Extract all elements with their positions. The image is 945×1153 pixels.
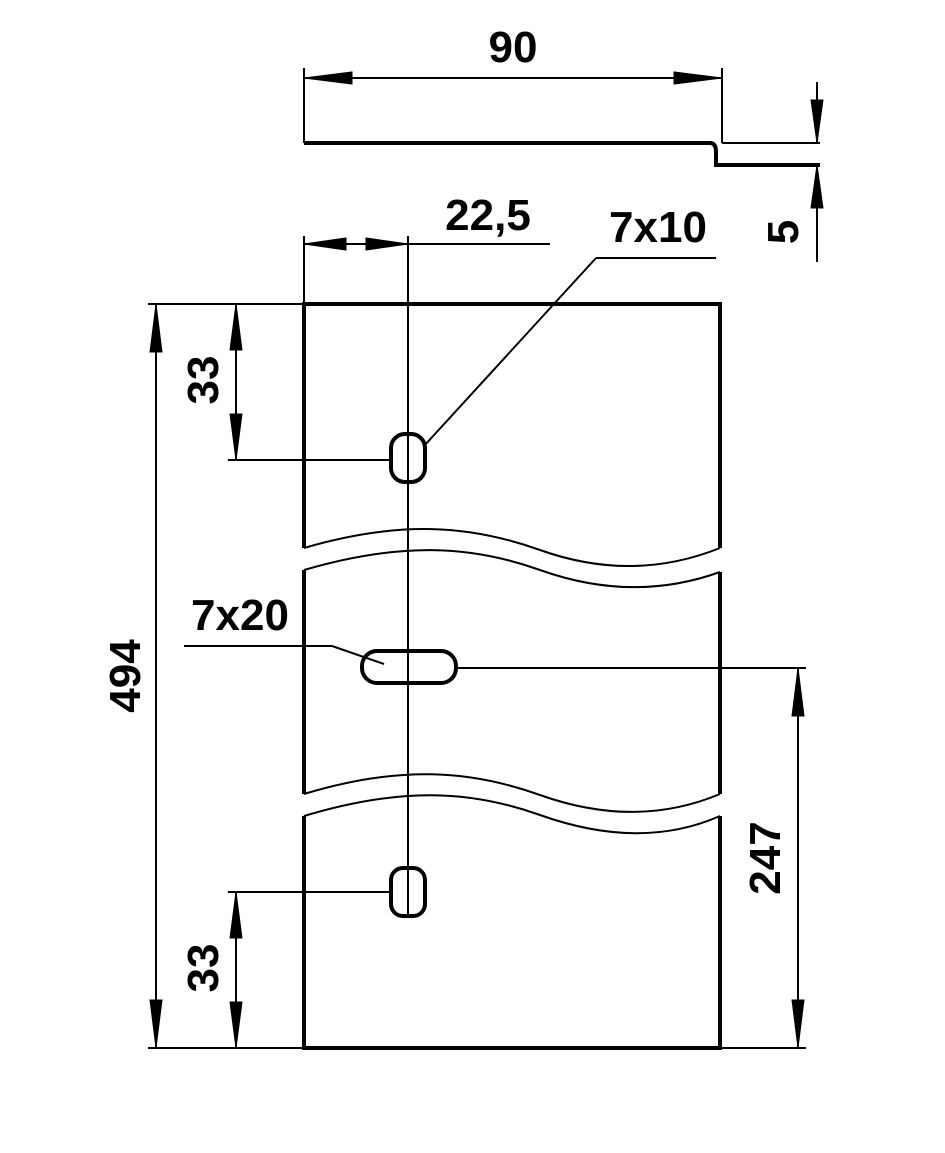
arrow-right: [673, 71, 723, 85]
middle-slot-distance-label: 247: [741, 821, 790, 894]
bottom-hole-arrow-bottom: [229, 1001, 243, 1049]
middle-slot-arrow-top: [791, 667, 805, 717]
break-line-2a: [303, 773, 721, 813]
thickness-label: 5: [759, 220, 808, 244]
thickness-arrow-top: [810, 99, 824, 144]
break-line-2b: [303, 794, 721, 835]
offset-arrow-left: [303, 237, 347, 251]
offset-arrow-right: [365, 237, 409, 251]
total-arrow-bottom: [149, 999, 163, 1049]
slot-middle-callout: 7x20: [184, 591, 385, 665]
middle-slot-arrow-bottom: [791, 999, 805, 1049]
middle-slot-dimension: 247: [456, 667, 806, 1049]
thickness-arrow-bottom: [810, 164, 824, 209]
plate-section-top: [302, 302, 722, 548]
slot-top-leader: [423, 257, 597, 447]
top-hole-dimension: 33: [179, 303, 392, 461]
total-arrow-top: [149, 303, 163, 353]
top-hole-arrow-bottom: [229, 413, 243, 461]
total-length-label: 494: [101, 639, 150, 713]
bottom-hole-dimension: 33: [179, 891, 392, 1049]
slot-top-callout: 7x10: [423, 203, 716, 447]
width-label: 90: [489, 23, 538, 72]
plate-section-bottom: [302, 816, 722, 1050]
hole-offset-dimension: 22,5: [303, 191, 550, 304]
bottom-hole-arrow-top: [229, 891, 243, 939]
top-hole-arrow-top: [229, 303, 243, 351]
side-view: 90 5: [303, 23, 824, 262]
break-line-1b: [303, 549, 721, 589]
total-length-dimension: 494: [101, 303, 304, 1049]
plate-profile: [304, 141, 820, 167]
arrow-left: [303, 71, 353, 85]
break-line-1a: [303, 528, 721, 568]
offset-label: 22,5: [445, 191, 531, 240]
slot-middle-label: 7x20: [191, 591, 289, 640]
bottom-hole-distance-label: 33: [179, 944, 228, 993]
plate-top-view: [302, 302, 722, 1050]
slot-top-label: 7x10: [609, 203, 707, 252]
top-hole: [389, 432, 427, 484]
slot-middle-leader: [331, 645, 385, 665]
top-hole-distance-label: 33: [179, 356, 228, 405]
